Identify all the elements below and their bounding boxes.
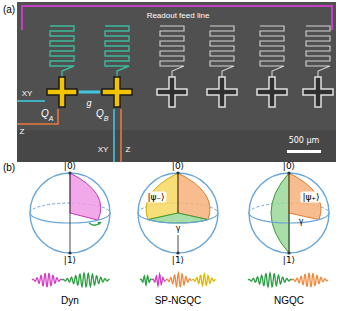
z-axis (289, 173, 290, 213)
qubit-name: Q (41, 109, 49, 119)
z-axis (289, 213, 290, 253)
qubit-cross (157, 77, 187, 107)
z-axis (70, 173, 71, 213)
pole-dot (287, 171, 290, 174)
panel-label: (a) (3, 5, 15, 15)
bloch-sphere (138, 171, 218, 254)
state-label: |0⟩ (283, 162, 295, 171)
qubit-cross (257, 77, 287, 107)
pole-dot (287, 251, 290, 254)
signal-name: XY (22, 90, 33, 98)
coupler (79, 91, 100, 94)
chip-background (17, 2, 336, 162)
sphere-body (249, 173, 329, 253)
signal-name: Z (126, 146, 131, 154)
angle-label: γ (299, 218, 304, 226)
qubit-name: Q (96, 109, 104, 119)
z-line (120, 109, 122, 162)
readout-resonator (210, 26, 234, 77)
xy-line (113, 109, 115, 162)
sphere-outline (138, 173, 218, 253)
state-label: |0⟩ (172, 162, 184, 171)
sphere-outline (249, 173, 329, 253)
control-pulse (292, 273, 328, 286)
feed-line-label: Readout feed line (147, 12, 210, 20)
signal-name: XY (98, 146, 109, 154)
qubit-cross (102, 77, 132, 107)
readout-resonator (260, 26, 284, 77)
coupling-label: g (86, 99, 91, 108)
state-label: |ψ₋⟩ (145, 192, 166, 203)
pole-dot (176, 171, 179, 174)
panel-label: (b) (3, 163, 15, 173)
state-label: |ψ₊⟩ (300, 192, 321, 203)
pole-dot (68, 171, 71, 174)
scheme-name: SP-NGQC (155, 296, 202, 306)
z-axis (178, 235, 179, 253)
rotation-arrow (89, 222, 101, 225)
arrow-head (97, 222, 101, 225)
chip-shade (17, 130, 336, 162)
readout-resonator (105, 26, 129, 77)
qubit-subscript: A (49, 115, 54, 122)
qubit-cross (303, 77, 333, 107)
pole-dot (68, 251, 71, 254)
state-label: |1⟩ (172, 256, 184, 265)
signal-name: Z (20, 128, 25, 136)
readout-resonator (160, 26, 184, 77)
control-pulse (140, 276, 152, 285)
equator-front (138, 213, 218, 223)
z-axis (178, 173, 179, 213)
qubit-cross (207, 77, 237, 107)
control-pulse (192, 274, 216, 286)
angle-label: γ (176, 225, 181, 233)
control-pulse (62, 273, 110, 287)
rotation-region (178, 173, 210, 220)
state-label: |0⟩ (64, 162, 76, 171)
control-pulse (248, 273, 292, 287)
sphere-body (30, 173, 110, 253)
control-pulse (152, 274, 166, 286)
control-pulse (166, 273, 192, 287)
scheme-name: NGQC (274, 296, 304, 306)
qubit-cross (47, 77, 77, 107)
sphere-body (138, 173, 218, 253)
qubit-subscript: B (104, 115, 109, 122)
state-label: |1⟩ (283, 256, 295, 265)
z-axis (70, 213, 71, 253)
pole-dot (176, 251, 179, 254)
readout-resonator (306, 26, 330, 77)
rotation-region (70, 173, 101, 220)
rotation-region (289, 173, 321, 220)
readout-resonator (50, 26, 74, 77)
xy-line (17, 100, 45, 102)
bloch-sphere (30, 171, 110, 254)
control-pulse (32, 274, 62, 287)
scheme-name: Dyn (61, 296, 79, 306)
sphere-outline (30, 173, 110, 253)
rotation-region (271, 173, 289, 253)
scale-label: 500 μm (289, 137, 320, 145)
scale-bar (287, 150, 321, 153)
z-line (17, 109, 58, 124)
rotation-region (146, 173, 178, 220)
state-label: |1⟩ (64, 256, 76, 265)
bloch-sphere (249, 171, 329, 254)
